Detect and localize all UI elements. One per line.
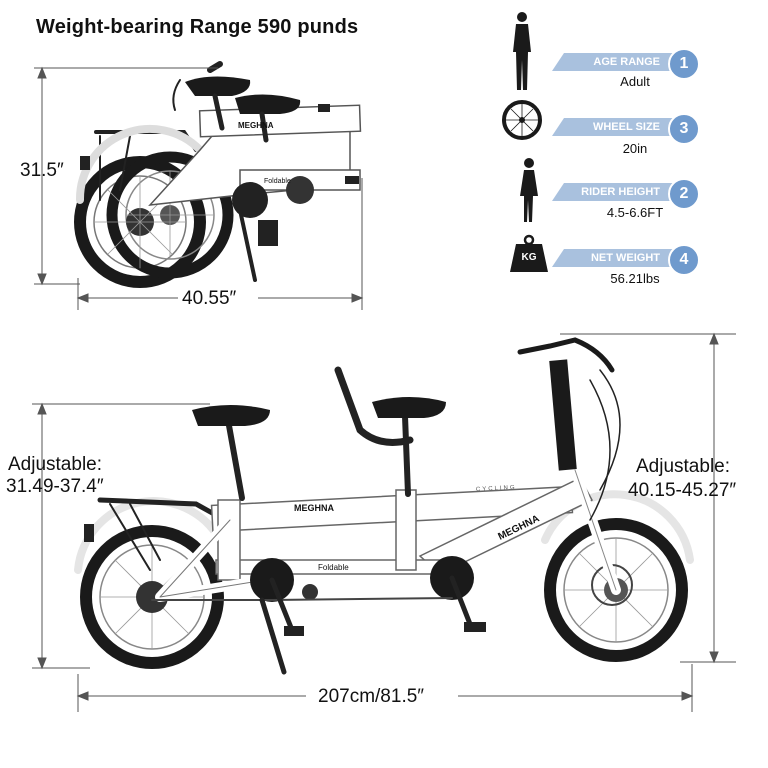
- spec-label: WHEEL SIZE: [552, 118, 684, 136]
- spec-net-weight: NET WEIGHT 4: [552, 244, 702, 276]
- front-saddle: [372, 397, 446, 418]
- kg-weight-icon: [510, 234, 548, 272]
- spec-number: 2: [668, 178, 700, 210]
- spec-number: 1: [668, 48, 700, 80]
- woman-silhouette-icon: [520, 158, 538, 222]
- spec-label: NET WEIGHT: [552, 249, 684, 267]
- spec-value-height: 4.5-6.6FT: [606, 205, 664, 220]
- weight-range-title: Weight-bearing Range 590 punds: [36, 16, 359, 38]
- rear-wheel: [80, 525, 224, 669]
- spec-value-weight: 56.21lbs: [610, 271, 660, 286]
- cycling-text: CYCLING: [476, 485, 517, 493]
- rear-adjustable-label: Adjustable:: [8, 454, 103, 475]
- tandem-foldable-text: Foldable: [318, 563, 349, 572]
- rear-saddle: [192, 405, 270, 426]
- folded-wheel-front: [106, 151, 234, 279]
- folded-foldable-text: Foldable: [264, 178, 291, 185]
- front-adjustable-value: 40.15-45.27″: [628, 480, 737, 501]
- folded-dimension-lines: [34, 66, 364, 310]
- spec-value-age: Adult: [620, 74, 650, 89]
- kg-label: KG: [521, 252, 537, 263]
- rear-adjustable-value: 31.49-37.4″: [6, 476, 104, 497]
- folded-height-label: 31.5″: [20, 160, 64, 181]
- spec-value-wheel: 20in: [622, 141, 648, 156]
- front-wheel: [544, 518, 688, 662]
- spec-label: RIDER HEIGHT: [552, 183, 684, 201]
- folded-brand-text: MEGHNA: [238, 121, 274, 130]
- spec-number: 4: [668, 244, 700, 276]
- tandem-bike: [74, 337, 694, 675]
- folded-length-label: 40.55″: [182, 288, 237, 309]
- spec-age-range: AGE RANGE 1: [552, 48, 702, 80]
- man-silhouette-icon: [513, 12, 531, 90]
- wheel-icon: [502, 100, 542, 140]
- tandem-brand-text: MEGHNA: [294, 503, 334, 513]
- tandem-dimension-lines: [32, 332, 736, 712]
- total-length-label: 207cm/81.5″: [318, 686, 425, 707]
- folded-bike: [74, 61, 362, 288]
- spec-wheel-size: WHEEL SIZE 3: [552, 113, 702, 145]
- spec-number: 3: [668, 113, 700, 145]
- spec-label: AGE RANGE: [552, 53, 684, 71]
- spec-rider-height: RIDER HEIGHT 2: [552, 178, 702, 210]
- front-adjustable-label: Adjustable:: [636, 456, 731, 477]
